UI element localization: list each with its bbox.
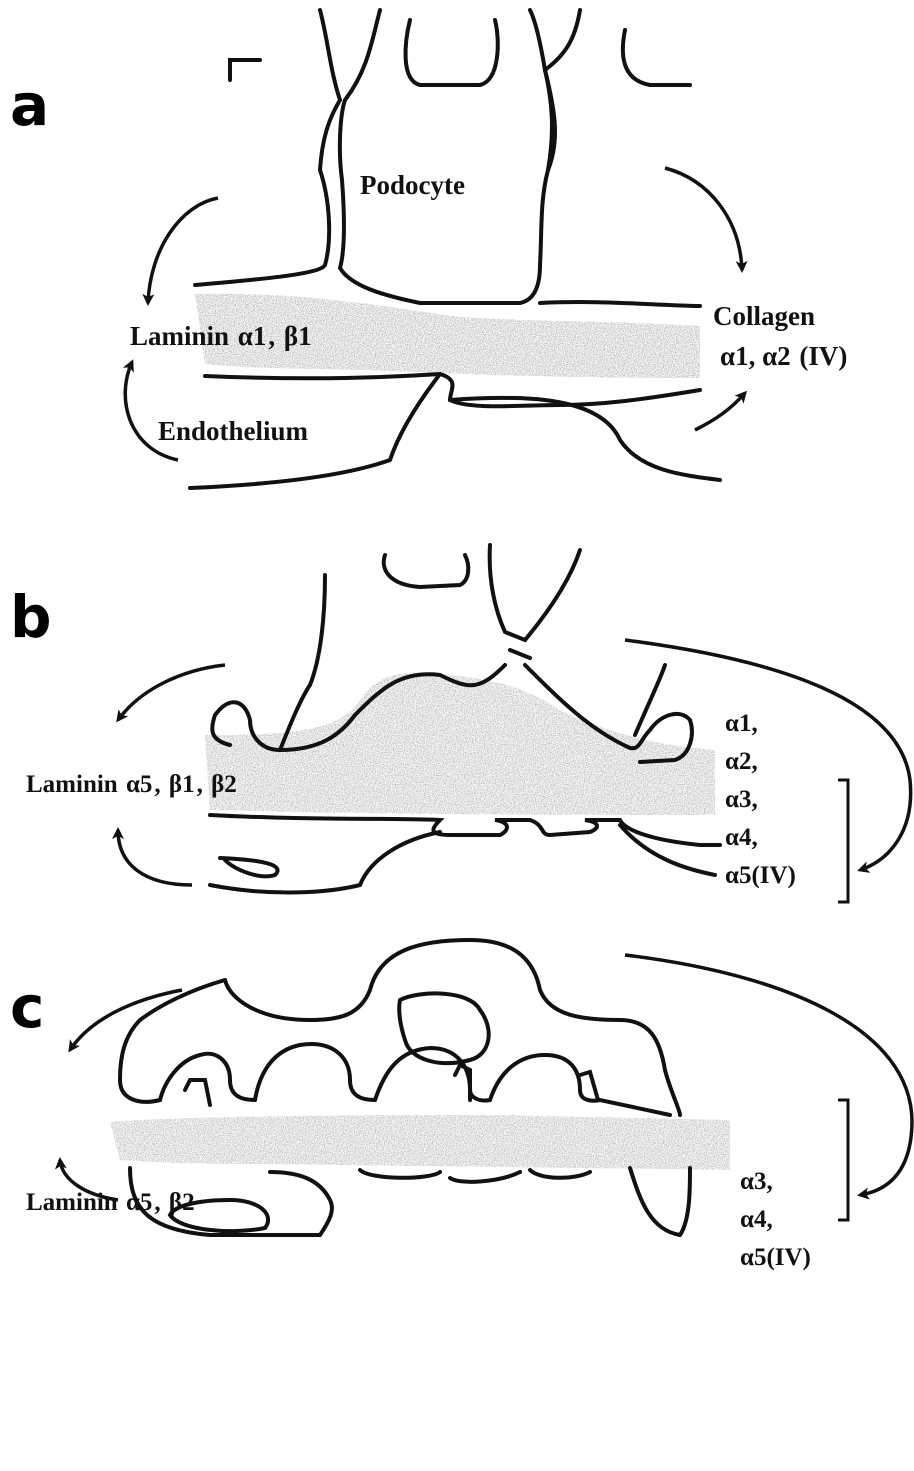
podocyte-outline [120,940,690,1235]
collagen-alpha4: α4, [740,1200,811,1238]
laminin-chain-beta2: β2 [209,772,239,797]
laminin-word: Laminin [26,771,118,798]
collagen-alpha3: α3, [725,780,796,818]
collagen-title: Collagen [713,303,815,330]
laminin-word: Laminin [26,1189,118,1216]
collagen-alpha3: α3, [740,1162,811,1200]
laminin-chain-beta1: β1 [282,323,314,350]
panel-c: c [0,930,914,1341]
collagen-alpha5: α5(IV) [740,1238,811,1276]
endothelium-label: Endothelium [158,418,308,445]
laminin-label-b: Laminin α5, β1, β2 [26,772,239,797]
laminin-chain-alpha1: α1 [236,323,269,350]
arrow-laminin-top [148,198,218,303]
collagen-chains-c: α3, α4, α5(IV) [740,1162,811,1276]
laminin-chain-alpha5: α5 [124,772,154,797]
laminin-chain-beta2: β2 [167,1190,197,1215]
gbm-development-diagram: a [0,0,914,1341]
laminin-chain-beta1: β1 [167,772,197,797]
laminin-word: Laminin [130,321,229,351]
laminin-label-a: Laminin α1, β1 [130,323,314,350]
collagen-alpha5: α5(IV) [725,856,796,894]
collagen-alpha1: α1, [725,704,796,742]
podocyte-label: Podocyte [360,172,465,199]
collagen-alpha4: α4, [725,818,796,856]
collagen-type: (IV) [799,341,847,371]
laminin-chain-alpha5: α5 [124,1190,154,1215]
panel-a: a [0,0,914,500]
arrow-collagen-bottom [695,393,745,430]
collagen-chains-b: α1, α2, α3, α4, α5(IV) [725,704,796,894]
gbm-band [110,1115,730,1170]
arrow-laminin-bottom [118,830,192,885]
arrow-collagen-top [665,168,742,270]
collagen-alpha2: α2, [725,742,796,780]
panel-letter-c: c [10,978,44,1036]
laminin-label-c: Laminin α5, β2 [26,1190,197,1215]
collagen-bracket [838,780,848,902]
arrow-laminin-top [118,665,225,720]
collagen-bracket [838,1100,848,1220]
panel-a-drawing [0,0,914,500]
panel-b: b [0,540,914,920]
collagen-chains-a: α1, α2 (IV) [718,343,847,370]
collagen-alpha1-alpha2: α1, α2 [718,343,793,370]
